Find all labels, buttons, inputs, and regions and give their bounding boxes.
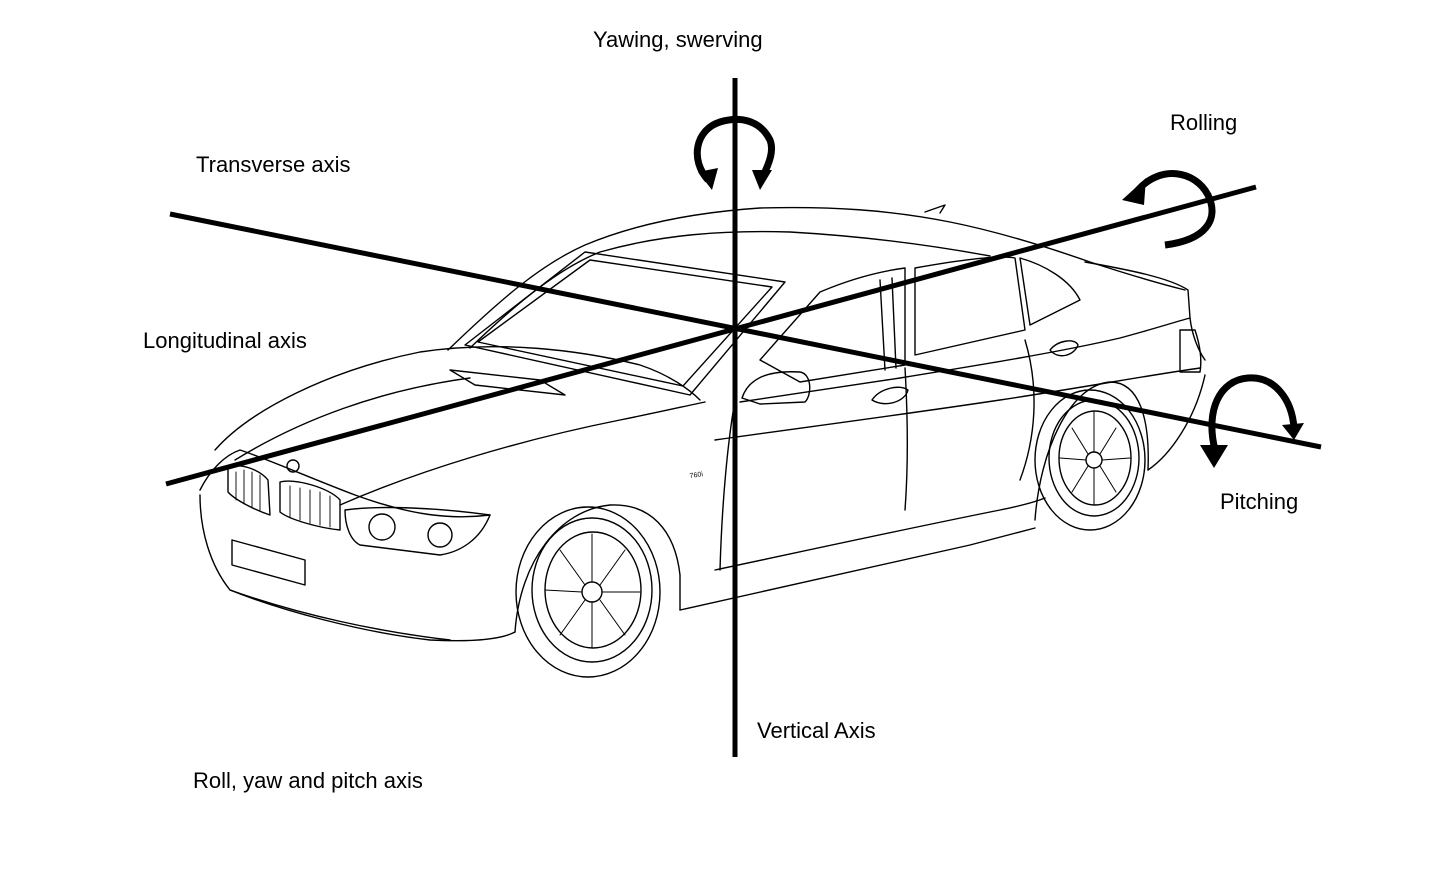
car-quarter-window — [1019, 257, 1081, 326]
car-antenna — [924, 204, 946, 214]
transverse-axis-line — [169, 211, 1322, 450]
transverse-axis-label: Transverse axis — [196, 152, 351, 177]
car-front-fender — [339, 401, 706, 506]
car-model-badge: 760i — [689, 471, 704, 480]
vertical-axis-label: Vertical Axis — [757, 718, 876, 743]
car-rear-wheel-arch — [1034, 381, 1149, 521]
car-grille-left — [227, 465, 271, 516]
car-hood-badge — [286, 459, 300, 473]
car-license-plate — [231, 539, 306, 586]
roll-rotation-arrow — [1122, 170, 1216, 249]
car-front-door-window — [759, 267, 906, 383]
car-headlight-lens-outer — [368, 513, 396, 541]
car-front-door-handle — [871, 386, 909, 405]
car-rocker-lower — [679, 527, 1036, 611]
car-taillight — [1179, 329, 1202, 373]
car-grille-slats — [235, 469, 331, 528]
yawing-label: Yawing, swerving — [593, 27, 763, 52]
car-door-split — [904, 367, 908, 511]
car-hood — [214, 346, 701, 451]
yaw-rotation-arrow — [693, 115, 776, 190]
car-beltline — [739, 317, 1191, 403]
car-rear-bumper — [1147, 374, 1206, 471]
diagram-caption: Roll, yaw and pitch axis — [193, 768, 423, 793]
car-front-wheel — [515, 506, 661, 678]
car-headlight-lens-inner — [427, 522, 453, 548]
car-b-pillar — [879, 277, 897, 371]
car-roof-outline — [447, 206, 1186, 351]
car-front-wheel-arch — [514, 504, 681, 633]
car-windshield — [464, 251, 786, 396]
car-grille-right — [279, 480, 341, 531]
car-side-crease — [714, 367, 1201, 441]
pitching-label: Pitching — [1220, 489, 1299, 514]
car-windshield-inner — [477, 259, 773, 387]
car-rear-door-window — [914, 256, 1026, 356]
car-side-mirror — [741, 371, 811, 405]
rolling-label: Rolling — [1170, 110, 1238, 135]
car-bumper-lower — [229, 589, 451, 641]
car-rear-door-handle — [1049, 340, 1079, 357]
car-bumper — [199, 494, 516, 642]
car-rear-wheel — [1034, 389, 1146, 531]
car-headlight — [344, 506, 491, 556]
pitch-rotation-arrow — [1200, 374, 1304, 468]
car-hood-crease — [234, 377, 471, 461]
car-front-fascia — [199, 449, 491, 518]
car-hood-vent — [449, 369, 566, 396]
car-illustration — [199, 204, 1206, 678]
car-rocker — [714, 497, 1046, 571]
longitudinal-axis-line — [165, 184, 1257, 487]
car-trunk — [1084, 261, 1206, 361]
longitudinal-axis-label: Longitudinal axis — [143, 328, 307, 353]
car-rear-door-edge — [1019, 339, 1035, 481]
axes — [165, 78, 1322, 757]
